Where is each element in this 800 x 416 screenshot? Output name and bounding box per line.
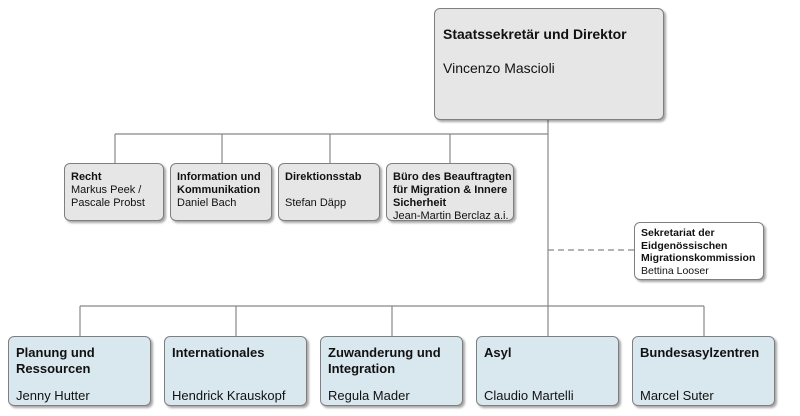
staff-title: Büro des Beauftragten für Migration & In…	[393, 171, 512, 209]
staff-name: Daniel Bach	[177, 197, 237, 209]
department-head: Marcel Suter	[640, 388, 714, 403]
staff-box-information: Information und Kommunikation Daniel Bac…	[170, 163, 272, 221]
department-title: Asyl	[484, 345, 512, 360]
staff-box-buero: Büro des Beauftragten für Migration & In…	[386, 163, 514, 221]
department-box-bundesasylzentren: Bundesasylzentren Marcel Suter	[632, 336, 775, 406]
department-head: Hendrick Krauskopf	[172, 388, 286, 403]
secretariat-title: Sekretariat der Eidgenössischen Migratio…	[641, 227, 756, 264]
department-box-asyl: Asyl Claudio Martelli	[476, 336, 619, 406]
department-box-internationales: Internationales Hendrick Krauskopf	[164, 336, 307, 406]
secretariat-name: Bettina Looser	[641, 264, 709, 277]
staff-name: Markus Peek / Pascale Probst	[71, 184, 145, 209]
secretariat-box: Sekretariat der Eidgenössischen Migratio…	[634, 222, 764, 280]
department-head: Jenny Hutter	[16, 388, 90, 403]
staff-title: Recht	[71, 171, 102, 183]
department-title: Planung und Ressourcen	[16, 345, 95, 376]
department-box-planung: Planung und Ressourcen Jenny Hutter	[8, 336, 151, 406]
department-head: Regula Mader	[328, 388, 410, 403]
department-box-zuwanderung: Zuwanderung und Integration Regula Mader	[320, 336, 463, 406]
staff-name: Stefan Däpp	[285, 197, 347, 209]
department-title: Internationales	[172, 345, 265, 360]
director-title: Staatssekretär und Direktor	[443, 26, 627, 42]
director-box: Staatssekretär und Direktor Vincenzo Mas…	[434, 8, 664, 120]
staff-box-recht: Recht Markus Peek / Pascale Probst	[64, 163, 164, 221]
department-head: Claudio Martelli	[484, 388, 574, 403]
staff-box-direktionsstab: Direktionsstab Stefan Däpp	[278, 163, 380, 221]
staff-name: Jean-Martin Berclaz a.i.	[393, 210, 509, 221]
department-title: Zuwanderung und Integration	[328, 345, 441, 376]
department-title: Bundesasylzentren	[640, 345, 760, 360]
staff-title: Information und Kommunikation	[177, 171, 261, 196]
staff-title: Direktionsstab	[285, 171, 362, 183]
director-name: Vincenzo Mascioli	[443, 60, 555, 76]
